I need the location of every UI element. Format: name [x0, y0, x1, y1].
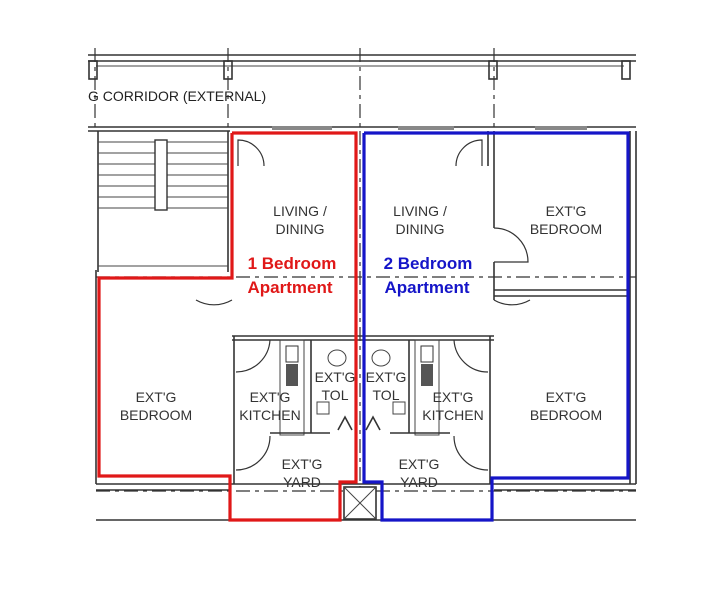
- room-labels: LIVING / DINING LIVING / DINING EXT'G BE…: [120, 203, 602, 490]
- windows-top: [272, 126, 587, 130]
- one-bedroom-label: 1 Bedroom: [248, 254, 337, 273]
- svg-text:DINING: DINING: [396, 221, 445, 237]
- svg-text:BEDROOM: BEDROOM: [530, 221, 602, 237]
- kitchen-left: EXT'G: [250, 389, 291, 405]
- toilet-right: EXT'G: [366, 369, 407, 385]
- yard-right: EXT'G: [399, 456, 440, 472]
- svg-text:YARD: YARD: [283, 474, 321, 490]
- toilet-left: EXT'G: [315, 369, 356, 385]
- bedroom-top-right: EXT'G: [546, 203, 587, 219]
- svg-text:BEDROOM: BEDROOM: [530, 407, 602, 423]
- corridor-structure: [88, 48, 636, 128]
- staircase: [97, 131, 229, 272]
- bedroom-left: EXT'G: [136, 389, 177, 405]
- two-bedroom-label: 2 Bedroom: [384, 254, 473, 273]
- two-bedroom-sublabel: Apartment: [384, 278, 469, 297]
- door-swings: [195, 139, 531, 471]
- two-bedroom-outline: [362, 131, 630, 522]
- corridor-label: G CORRIDOR (EXTERNAL): [88, 88, 266, 104]
- living-dining-right: LIVING /: [393, 203, 447, 219]
- interior-walls: [95, 131, 637, 521]
- kitchen-right: EXT'G: [433, 389, 474, 405]
- one-bedroom-sublabel: Apartment: [247, 278, 332, 297]
- svg-text:TOL: TOL: [373, 387, 400, 403]
- svg-text:KITCHEN: KITCHEN: [422, 407, 483, 423]
- svg-text:DINING: DINING: [276, 221, 325, 237]
- svg-text:KITCHEN: KITCHEN: [239, 407, 300, 423]
- living-dining-left: LIVING /: [273, 203, 327, 219]
- svg-text:BEDROOM: BEDROOM: [120, 407, 192, 423]
- yard-left: EXT'G: [282, 456, 323, 472]
- bedroom-bottom-right: EXT'G: [546, 389, 587, 405]
- one-bedroom-outline: [97, 131, 358, 522]
- svg-text:TOL: TOL: [322, 387, 349, 403]
- svg-text:YARD: YARD: [400, 474, 438, 490]
